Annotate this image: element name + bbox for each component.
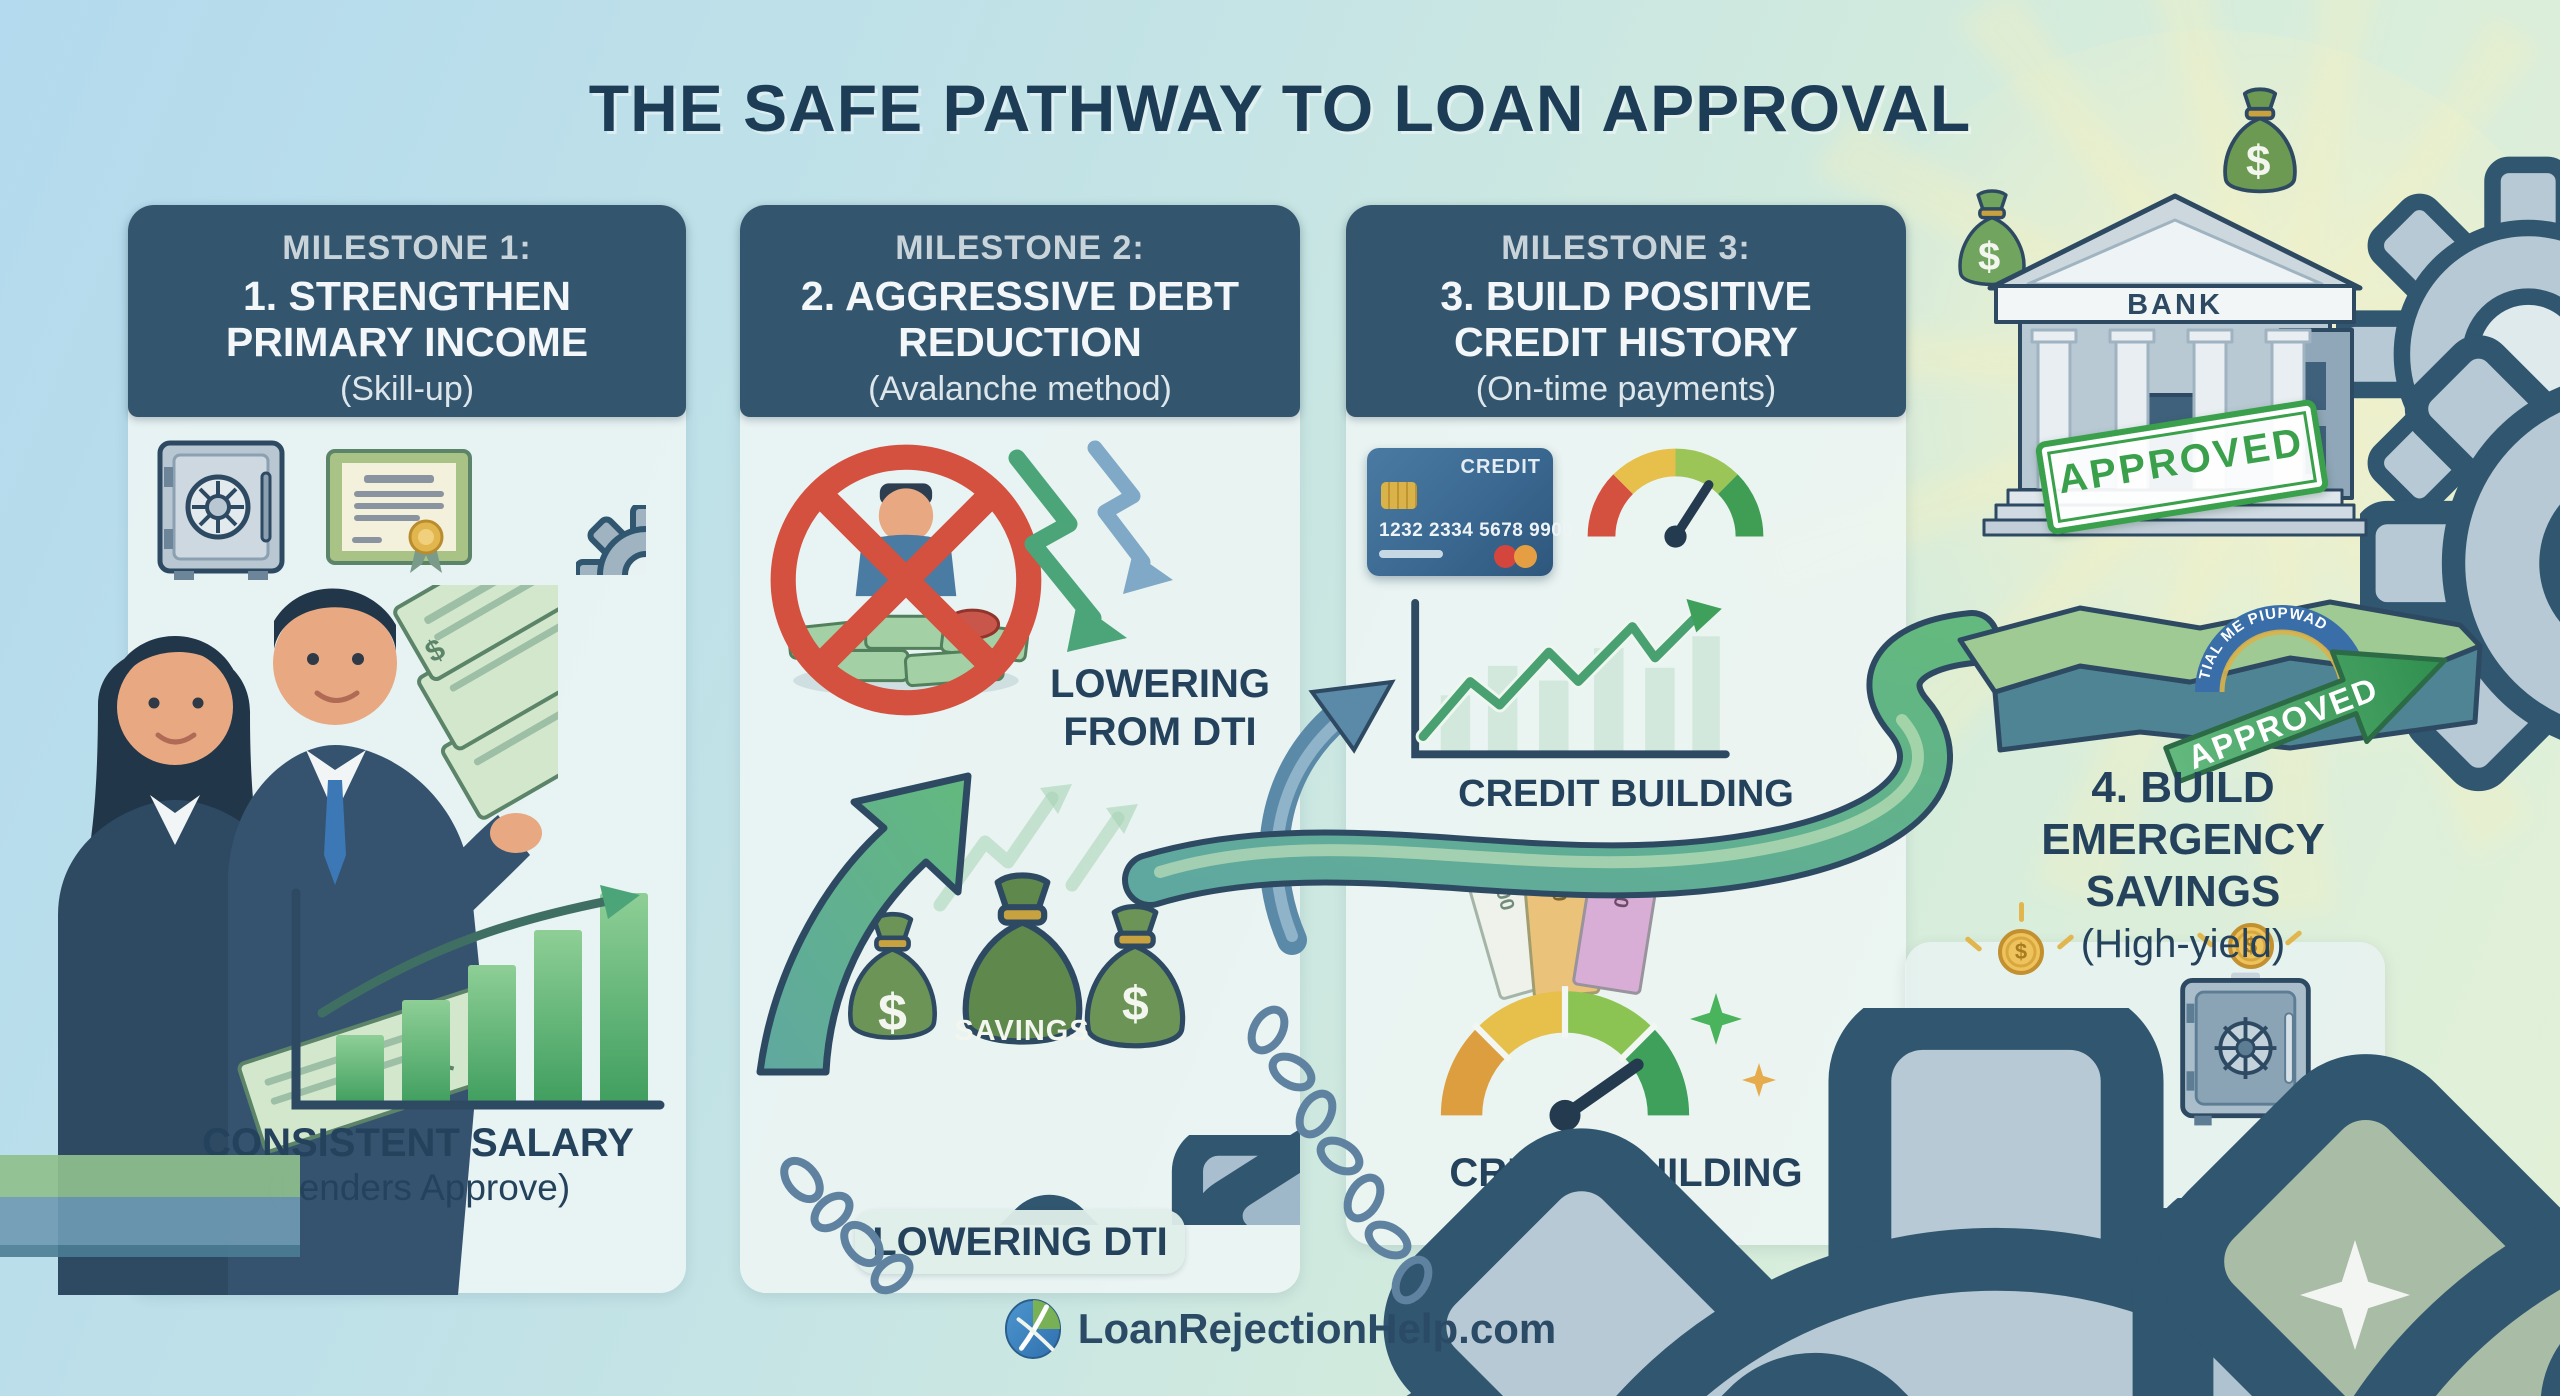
credit-card-number: 1232 2334 5678 9900 [1379,520,1574,541]
note-line-1: LOWERING [1050,662,1270,706]
milestone-3-heading: 3. BUILD POSITIVE CREDIT HISTORY [1440,273,1812,365]
milestone-1-header: MILESTONE 1: 1. STRENGTHEN PRIMARY INCOM… [128,205,686,417]
credit-line-chart [1411,598,1730,759]
milestone-1-label: MILESTONE 1: [282,229,532,267]
bag-dollar: $ [878,984,907,1042]
savings-on-gear-illustration: $ $ SAVINGS [740,740,1300,1225]
safe-deposit-icon [2180,972,2311,1126]
savings-bag-label: SAVINGS [954,1015,1089,1047]
coin-icon: $ [1964,902,2075,976]
banknotes-icon: 800 300 100 [1464,854,1691,1002]
step-4-heading: 4. BUILD EMERGENCY SAVINGS (High-yield) [2041,763,2325,966]
milestone-1-heading: 1. STRENGTHEN PRIMARY INCOME [225,273,589,365]
milestone-3-header: MILESTONE 3: 3. BUILD POSITIVE CREDIT HI… [1346,205,1906,417]
milestone-2-header: MILESTONE 2: 2. AGGRESSIVE DEBT REDUCTIO… [740,205,1300,417]
milestone-2-panel: MILESTONE 2: 2. AGGRESSIVE DEBT REDUCTIO… [740,205,1300,1293]
emergency-savings-panel: $ CASH RESERVES (Liquid) $ [1905,902,2385,1335]
piggy-bank-icon [1929,1009,2096,1142]
salary-bar-chart [291,885,665,1110]
credit-building-caption-2: CREDIT BUILDING [1449,1151,1803,1195]
card-signature-line [1379,550,1443,558]
milestone-3-subheading: (On-time payments) [1475,369,1777,408]
milestone-2-subheading: (Avalanche method) [868,369,1172,408]
credit-building-caption-1: CREDIT BUILDING [1458,773,1794,815]
milestone-3-label: MILESTONE 3: [1501,229,1751,267]
card-chip-icon [1381,482,1417,509]
credit-card-brand: CREDIT [1460,456,1541,478]
milestone-1-caption: CONSISTENT SALARY (Lenders Approve) [198,1120,638,1210]
bag-dollar: $ [1978,235,2000,279]
certificate-icon [326,449,472,573]
brand-name: LoanRejectionHelp.com [1077,1305,1557,1352]
milestone-2-label: MILESTONE 2: [895,229,1145,267]
sparkle-icon [1742,1063,1776,1097]
milestone-1-subheading: (Skill-up) [339,369,475,408]
card-network-icon [1514,545,1537,568]
footer: LoanRejectionHelp.com [0,1298,2560,1360]
milestone-3-panel: MILESTONE 3: 3. BUILD POSITIVE CREDIT HI… [1346,205,1906,1245]
debt-decline-arrows-icon [1008,440,1173,652]
milestone-2-heading: 2. AGGRESSIVE DEBT REDUCTION [800,273,1240,365]
credit-card-icon: CREDIT 1232 2334 5678 9900 [1367,448,1573,576]
caption-lenders-approve: (Lenders Approve) [265,1167,571,1208]
brand-logo-icon [1004,1299,1061,1359]
gear-icon [506,435,646,575]
caption-consistent-salary: CONSISTENT SALARY [202,1121,634,1165]
bag-dollar: $ [1122,978,1149,1031]
bank-sign: BANK [2127,289,2223,321]
milestone-1-panel: MILESTONE 1: 1. STRENGTHEN PRIMARY INCOM… [58,205,686,1295]
no-overspending-icon [770,444,1042,716]
bag-dollar: $ [2246,137,2270,186]
page-title: THE SAFE PATHWAY TO LOAN APPROVAL [588,71,1972,145]
safe-icon [157,440,285,580]
lowering-dti-pill: LOWERING DTI [855,1210,1185,1274]
credit-score-gauge-icon [1440,986,1690,1131]
card-network-icon [1494,545,1517,568]
credit-score-gauge-icon [1587,448,1764,548]
cash-reserves-label: CASH RESERVES (Liquid) [1932,1183,2118,1302]
